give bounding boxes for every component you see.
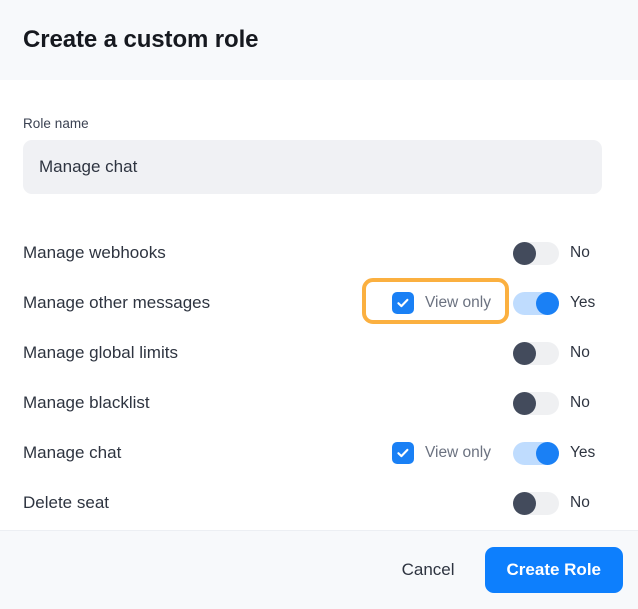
permission-toggle-group: Yes — [513, 441, 615, 465]
toggle-knob — [536, 441, 559, 465]
permission-toggle-group: No — [513, 241, 615, 265]
role-name-label: Role name — [23, 116, 89, 131]
toggle-knob — [536, 291, 559, 315]
permission-toggle[interactable] — [513, 391, 559, 415]
permission-toggle[interactable] — [513, 441, 559, 465]
permission-row: Delete seatView onlyNo — [23, 478, 615, 528]
permission-toggle-group: No — [513, 491, 615, 515]
view-only-checkbox[interactable] — [391, 442, 414, 464]
check-icon — [397, 448, 409, 458]
view-only-label: View only — [424, 294, 491, 311]
role-name-input[interactable] — [23, 140, 602, 194]
permission-toggle[interactable] — [513, 241, 559, 265]
permission-toggle-group: Yes — [513, 291, 615, 315]
permission-row: Manage global limitsView onlyNo — [23, 328, 615, 378]
toggle-state-label: No — [570, 494, 590, 511]
permission-label: Manage webhooks — [23, 243, 166, 262]
permission-toggle[interactable] — [513, 291, 559, 315]
permission-row: Manage blacklistView onlyNo — [23, 378, 615, 428]
toggle-state-label: Yes — [570, 444, 596, 461]
permission-toggle-group: No — [513, 391, 615, 415]
permission-row: Manage other messages View only Yes — [23, 278, 615, 328]
permission-label: Manage global limits — [23, 343, 178, 362]
view-only-checkbox[interactable] — [391, 292, 414, 314]
toggle-knob — [513, 341, 536, 365]
modal-body: Role name Manage webhooksView onlyNoMana… — [0, 80, 638, 530]
toggle-state-label: No — [570, 244, 590, 261]
permission-toggle-group: No — [513, 341, 615, 365]
permission-toggle[interactable] — [513, 341, 559, 365]
toggle-knob — [513, 491, 536, 515]
toggle-state-label: No — [570, 344, 590, 361]
permission-label: Manage chat — [23, 443, 122, 462]
modal-footer: Cancel Create Role — [0, 530, 638, 609]
toggle-state-label: Yes — [570, 294, 596, 311]
page-title: Create a custom role — [23, 26, 259, 53]
permission-label: Manage blacklist — [23, 393, 150, 412]
permission-row: Manage chat View only Yes — [23, 428, 615, 478]
modal-header: Create a custom role — [0, 0, 638, 80]
permission-label: Manage other messages — [23, 293, 211, 312]
toggle-knob — [513, 391, 536, 415]
view-only-group[interactable]: View only — [391, 442, 491, 464]
view-only-group[interactable]: View only — [391, 292, 491, 314]
check-icon — [397, 298, 409, 308]
create-role-button[interactable]: Create Role — [484, 547, 623, 593]
permission-label: Delete seat — [23, 493, 109, 512]
toggle-state-label: No — [570, 394, 590, 411]
toggle-knob — [513, 241, 536, 265]
view-only-label: View only — [424, 444, 491, 461]
cancel-button[interactable]: Cancel — [388, 550, 469, 590]
permission-toggle[interactable] — [513, 491, 559, 515]
permission-list: Manage webhooksView onlyNoManage other m… — [23, 228, 615, 528]
permission-row: Manage webhooksView onlyNo — [23, 228, 615, 278]
